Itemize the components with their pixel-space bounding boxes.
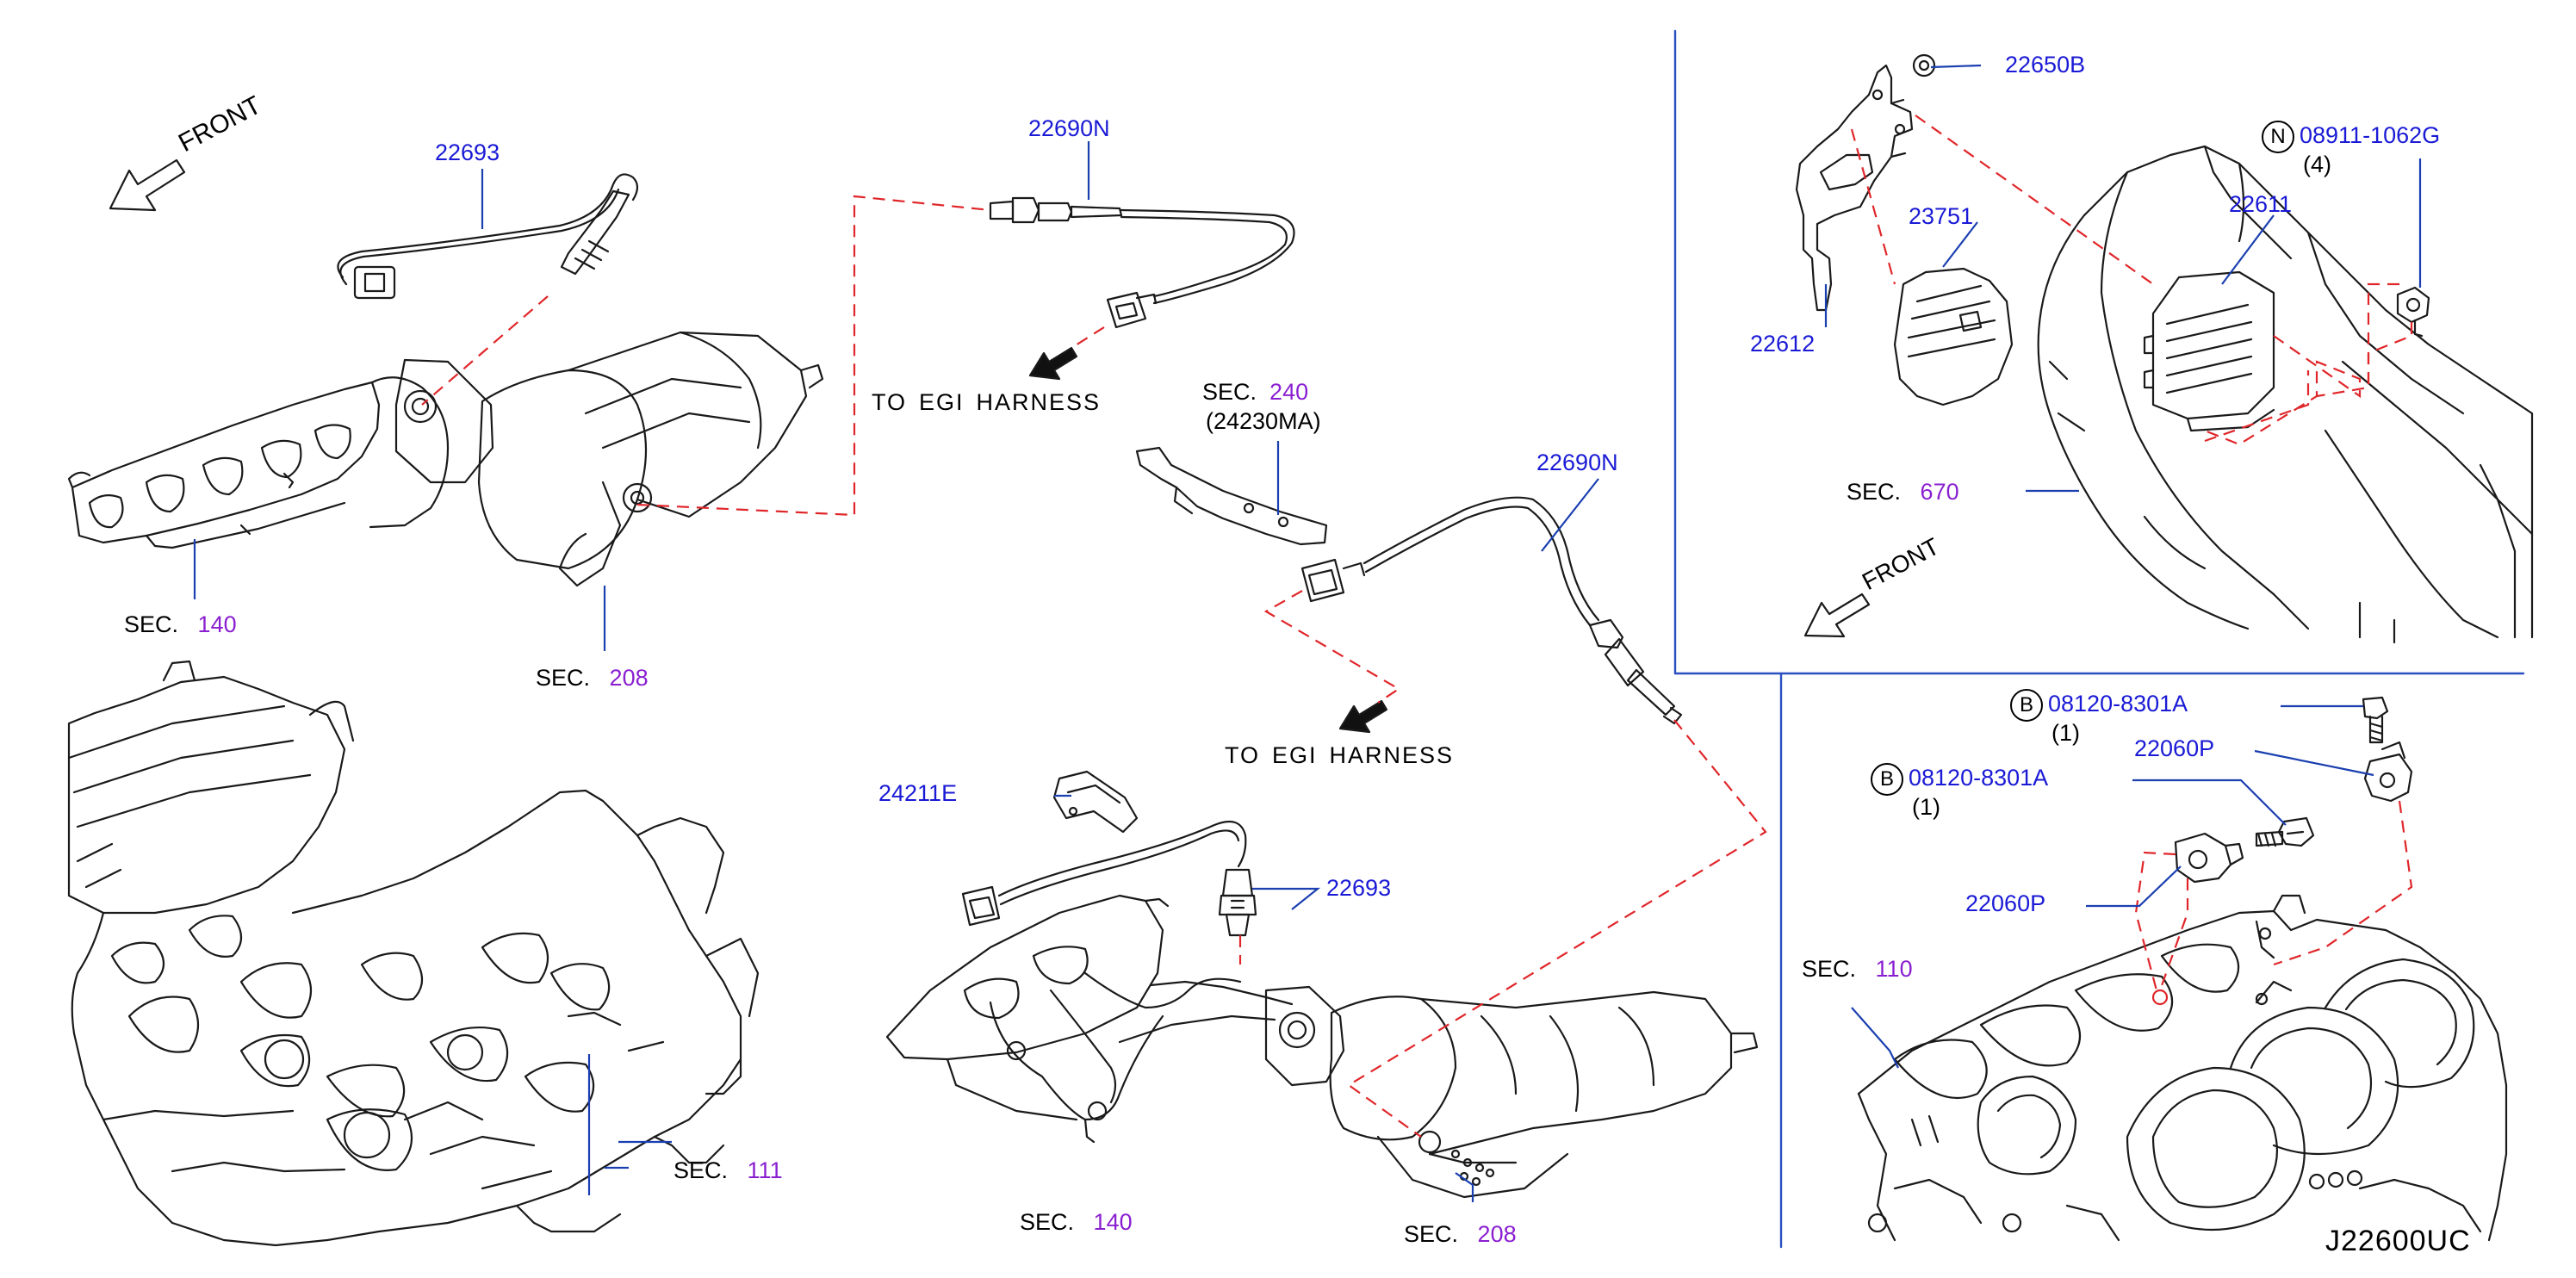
cylinder-block-illustration (1857, 894, 2508, 1242)
harness-egi: EGI (919, 389, 965, 415)
grommet-22650B (1912, 53, 1936, 78)
to-egi-harness-mid: TO EGI HARNESS (1225, 744, 1454, 767)
panel-frame (1673, 29, 2525, 1249)
part-22693-top[interactable]: 22693 (435, 140, 500, 165)
sec-word: SEC. (1020, 1209, 1075, 1235)
sec-number: 140 (1093, 1209, 1133, 1235)
qty-08120-upper: (1) (2051, 720, 2080, 746)
sec-word: SEC. (1404, 1221, 1459, 1247)
sec-208-ref-bottom[interactable]: SEC. 208 (1404, 1223, 1517, 1246)
bolt-08120-upper (2362, 696, 2389, 744)
ecm-cover-23751 (1893, 267, 2014, 406)
part-22060P-lower[interactable]: 22060P (1965, 890, 2046, 916)
sec-word: SEC. (1802, 956, 1857, 982)
ecm-bracket-22612 (1795, 64, 1914, 312)
part-24211E[interactable]: 24211E (878, 780, 958, 806)
sec-140-ref-top[interactable]: SEC. 140 (124, 613, 237, 636)
harness-word: HARNESS (1329, 742, 1455, 768)
part-22690N-mid[interactable]: 22690N (1536, 450, 1618, 475)
harness-arrow-icon (1028, 346, 1388, 734)
sec-word: SEC. (1202, 379, 1257, 405)
sec-670-ref[interactable]: SEC. 670 (1847, 481, 1959, 504)
harness-to: TO (1225, 742, 1261, 768)
part-number: 08911-1062G (2300, 122, 2441, 149)
oxygen-sensor-22693-top (337, 173, 639, 300)
vehicle-body-illustration (2037, 145, 2534, 644)
oxygen-sensor-22693-bottom (961, 820, 1257, 937)
exhaust-manifold-bottom (885, 894, 1759, 1199)
engine-cylinder-head-illustration (67, 660, 760, 1247)
harness-word: HARNESS (976, 389, 1102, 415)
sec-111-ref[interactable]: SEC. 111 (673, 1159, 783, 1182)
front-arrow-icon (1803, 592, 1871, 638)
sec-number: 240 (1269, 379, 1309, 405)
sec-word: SEC. (124, 611, 179, 637)
to-egi-harness-top: TO EGI HARNESS (872, 391, 1101, 414)
sec-number: 111 (747, 1157, 783, 1183)
part-22650B[interactable]: 22650B (2005, 52, 2086, 78)
sec-208-ref-top[interactable]: SEC. 208 (536, 667, 649, 690)
ecm-module-22611 (2143, 270, 2275, 432)
sec-word: SEC. (673, 1157, 729, 1183)
exhaust-manifold-top (67, 331, 824, 587)
circle-b-icon: B (1871, 763, 1903, 796)
sec-number: 208 (1477, 1221, 1517, 1247)
part-23751[interactable]: 23751 (1909, 203, 1974, 229)
diagram-code: J22600UC (2325, 1225, 2471, 1257)
part-22060P-upper[interactable]: 22060P (2134, 735, 2215, 761)
part-22693-bottom[interactable]: 22693 (1326, 875, 1392, 901)
sec-word: SEC. (1847, 479, 1902, 505)
circle-n-icon: N (2262, 121, 2294, 153)
part-22612[interactable]: 22612 (1750, 331, 1816, 357)
part-22611[interactable]: 22611 (2229, 191, 2293, 217)
part-number: 08120-8301A (1909, 765, 2049, 791)
front-arrow-icon (109, 158, 186, 212)
qty-08120-lower: (1) (1912, 794, 1940, 820)
sec-word: SEC. (536, 665, 591, 691)
leader-lines (193, 64, 2422, 1202)
bracket-24230MA (1135, 446, 1328, 546)
knock-sensor-22060P-lower (2174, 832, 2244, 884)
knock-sensor-port (2151, 989, 2169, 1006)
sec-110-ref[interactable]: SEC. 110 (1802, 958, 1913, 981)
knock-sensor-22060P-upper (2363, 741, 2413, 803)
sec-number: 670 (1920, 479, 1959, 505)
sec-240-sub: (24230MA) (1206, 408, 1321, 434)
air-fuel-sensor-22690N-mid (1300, 496, 1683, 725)
harness-egi: EGI (1272, 742, 1318, 768)
circle-b-icon: B (2010, 689, 2043, 722)
harness-to: TO (872, 389, 908, 415)
sec-number: 140 (197, 611, 237, 637)
sec-number: 110 (1875, 956, 1913, 982)
sec-140-ref-bottom[interactable]: SEC. 140 (1020, 1211, 1133, 1234)
nut-08911 (2396, 286, 2430, 338)
part-22690N-top[interactable]: 22690N (1028, 115, 1110, 141)
bolt-08120-lower (2255, 816, 2315, 847)
sec-240-ref[interactable]: SEC. 240 (1202, 381, 1308, 404)
sec-number: 208 (609, 665, 649, 691)
part-number: 08120-8301A (2048, 691, 2188, 717)
qty-08911: (4) (2303, 152, 2331, 177)
air-fuel-sensor-22690N-top (989, 196, 1295, 329)
clip-24211E (1052, 770, 1139, 834)
assembly-lines (421, 115, 2413, 1138)
